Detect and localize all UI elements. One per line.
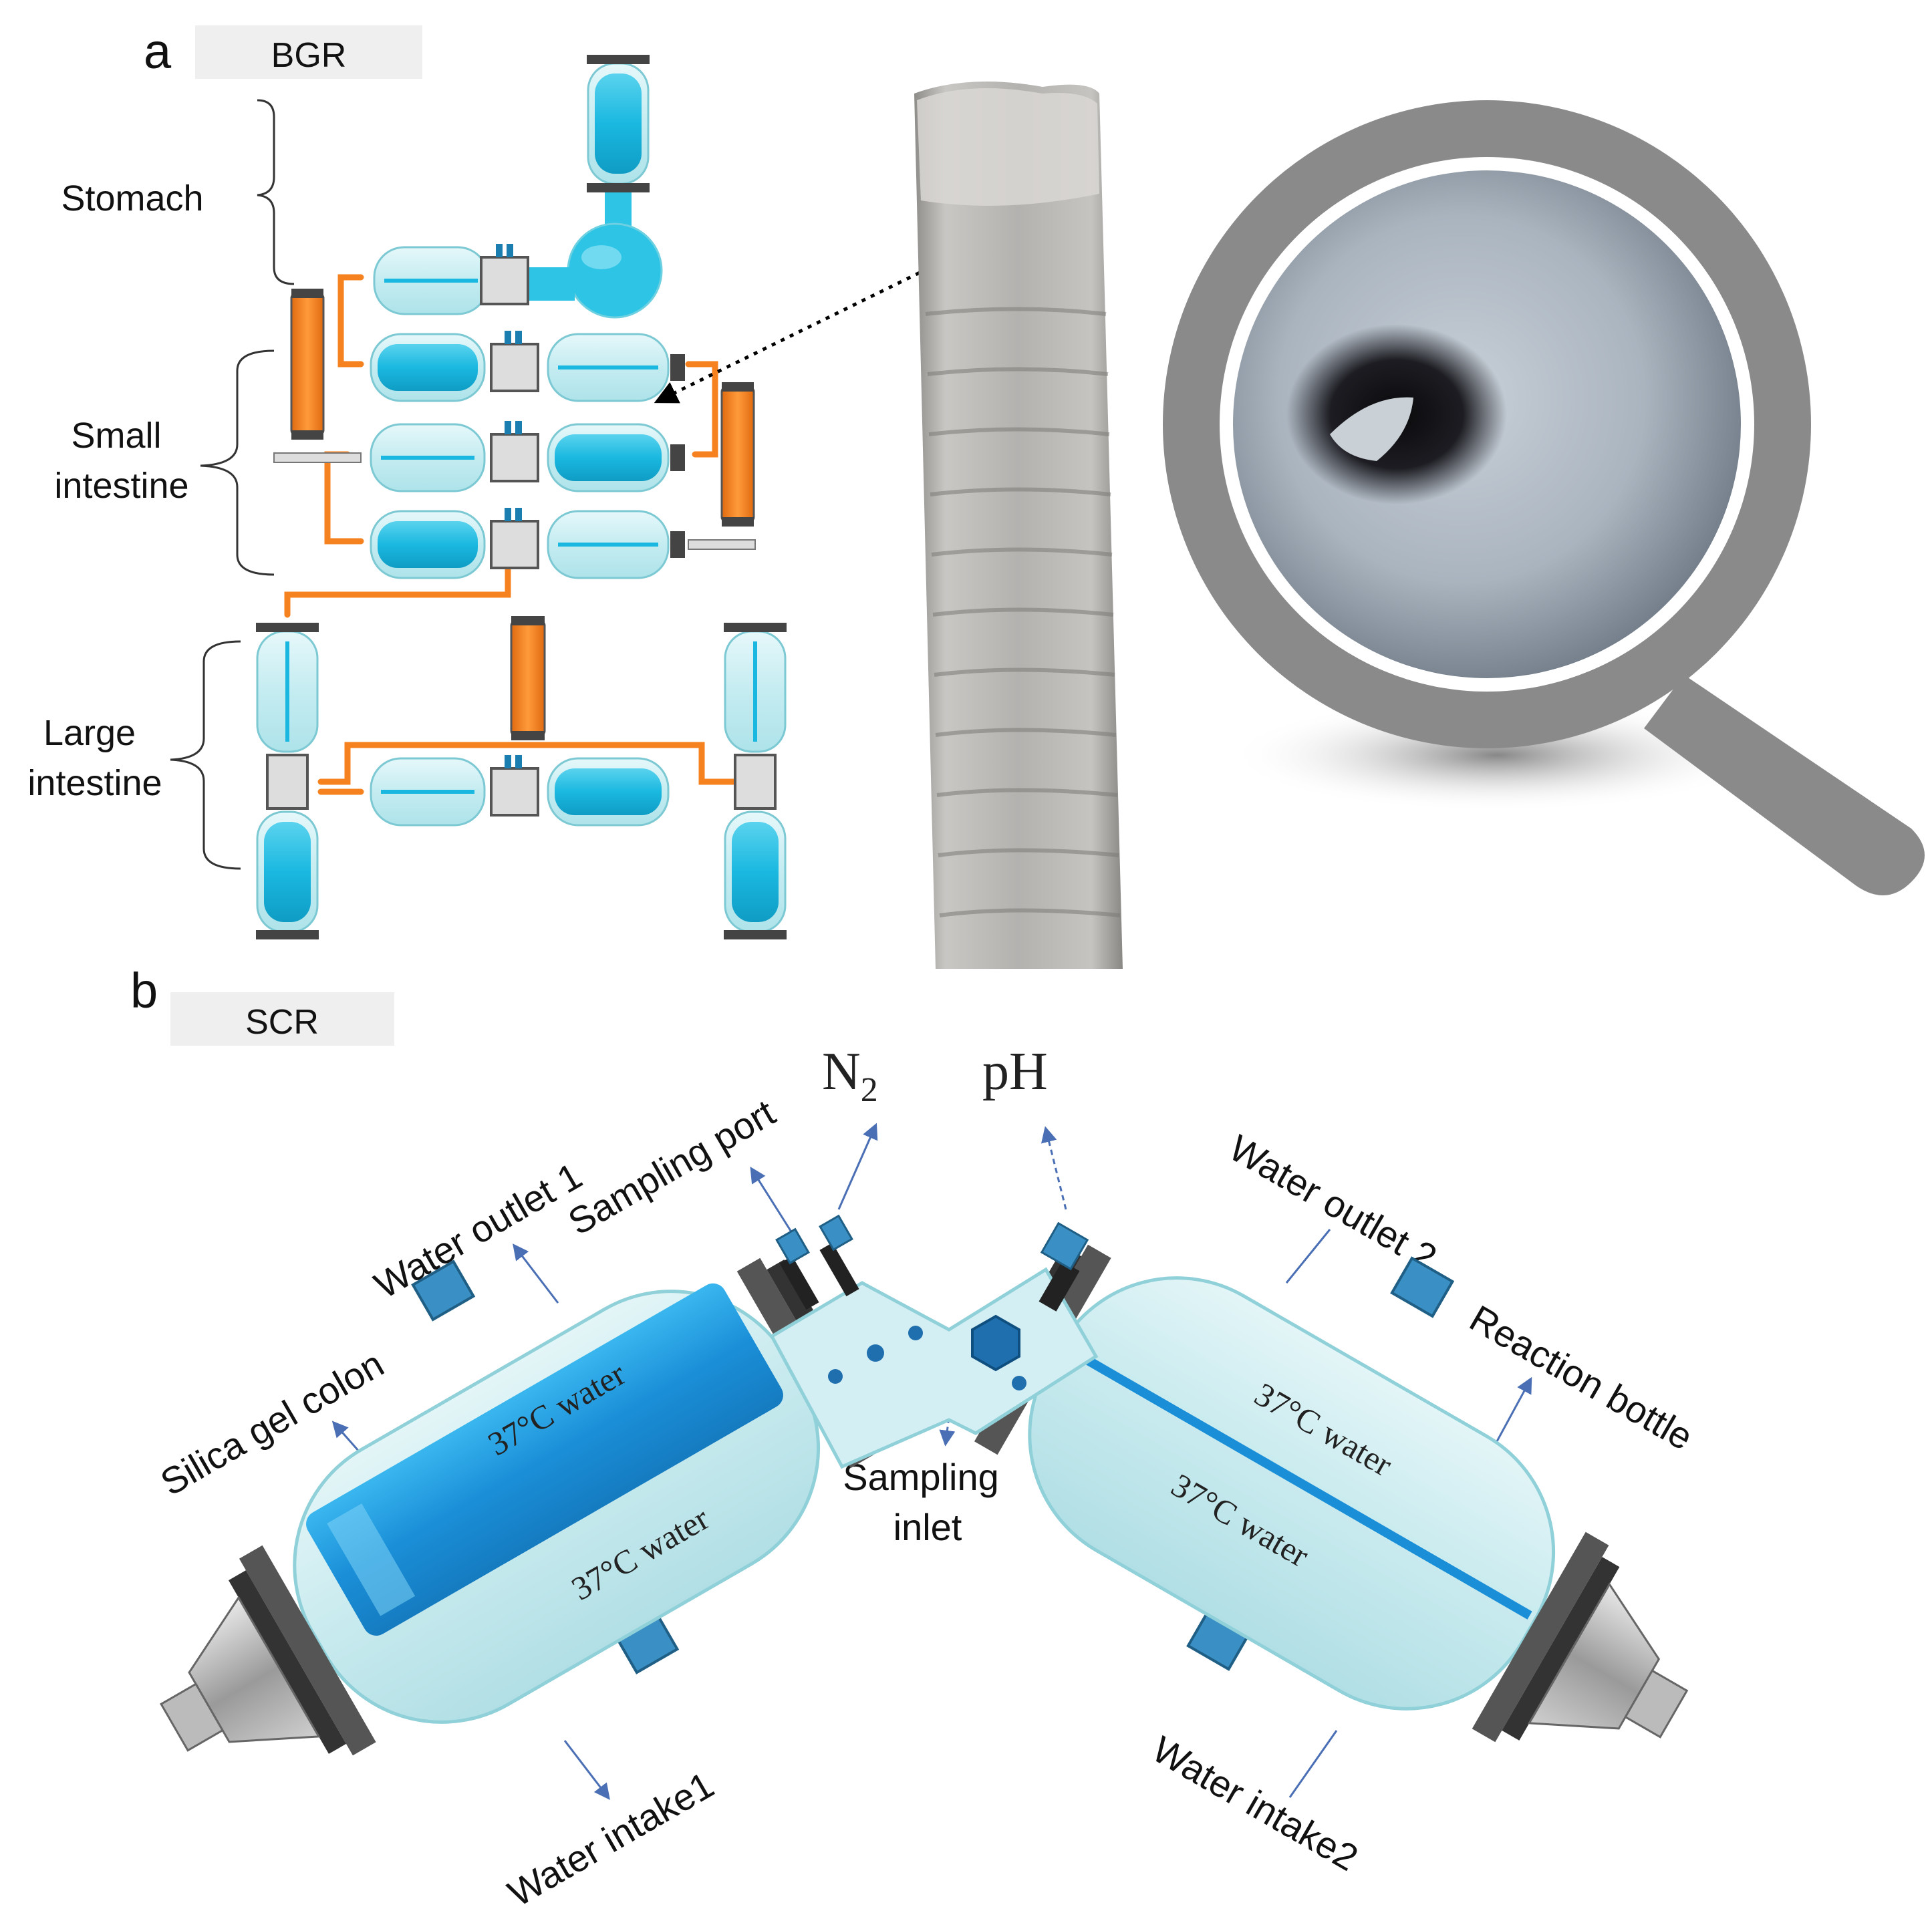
- large-intestine-brace: [170, 640, 241, 870]
- magnifier: [1163, 100, 1925, 895]
- panel-a: a BGR Stomach Small intestine Large inte…: [27, 23, 1925, 969]
- ph-label: pH: [982, 1042, 1048, 1101]
- water-outlet-2-label: Water outlet 2: [1222, 1127, 1444, 1279]
- panel-a-tag-box: [195, 25, 422, 79]
- bgr-vessels: [256, 244, 787, 939]
- intestinal-tissue-photo: [914, 82, 1123, 969]
- stomach-label: Stomach: [61, 178, 203, 218]
- small-intestine-label-1: Small: [71, 416, 161, 456]
- panel-b: b SCR N2 pH Sampling port Water outlet 1…: [130, 963, 1700, 1914]
- n2-label: N2: [822, 1042, 878, 1109]
- small-intestine-label-2: intestine: [54, 466, 188, 506]
- vessel-small-3: [370, 508, 756, 579]
- panel-a-letter: a: [144, 23, 172, 79]
- orange-column-right: [720, 382, 755, 527]
- water-intake-1-label: Water intake1: [501, 1763, 721, 1914]
- stomach-vessel: [508, 55, 663, 319]
- panel-b-letter: b: [130, 963, 158, 1018]
- large-intestine-label-2: intestine: [27, 763, 162, 803]
- magnifier-shadow: [1230, 698, 1764, 812]
- sampling-inlet-label-1: Sampling: [843, 1456, 998, 1498]
- vessel-stomach-1: [373, 244, 529, 315]
- reaction-bottle-label: Reaction bottle: [1463, 1297, 1700, 1458]
- vessel-large-middle: [370, 755, 670, 827]
- magnifier-handle: [1644, 675, 1925, 895]
- small-intestine-brace: [200, 349, 275, 576]
- orange-column-large: [510, 616, 546, 740]
- panel-b-tag-box: [170, 992, 394, 1046]
- sampling-inlet-bolt: [971, 1314, 1020, 1372]
- panel-b-tag: SCR: [245, 1003, 319, 1042]
- silica-gel-colon-vessel: 37°C water 37°C water: [160, 1258, 885, 1756]
- sampling-inlet-label-2: inlet: [893, 1506, 962, 1548]
- orange-column-left: [290, 289, 325, 440]
- villus-opening: [1330, 397, 1413, 461]
- stomach-brace: [257, 99, 295, 285]
- water-outlet-1-label: Water outlet 1: [368, 1155, 589, 1307]
- water-intake-2-label: Water intake2: [1145, 1728, 1365, 1879]
- vessel-large-left: [256, 623, 319, 939]
- panel-a-tag: BGR: [271, 36, 347, 75]
- bgr-schematic: [256, 55, 995, 939]
- vessel-large-right: [724, 623, 787, 939]
- vessel-small-1: [370, 331, 685, 402]
- large-intestine-label-1: Large: [43, 713, 136, 753]
- sampling-port-label: Sampling port: [561, 1091, 783, 1243]
- elbow-connector: [769, 1214, 1099, 1469]
- vessel-small-2: [273, 421, 685, 492]
